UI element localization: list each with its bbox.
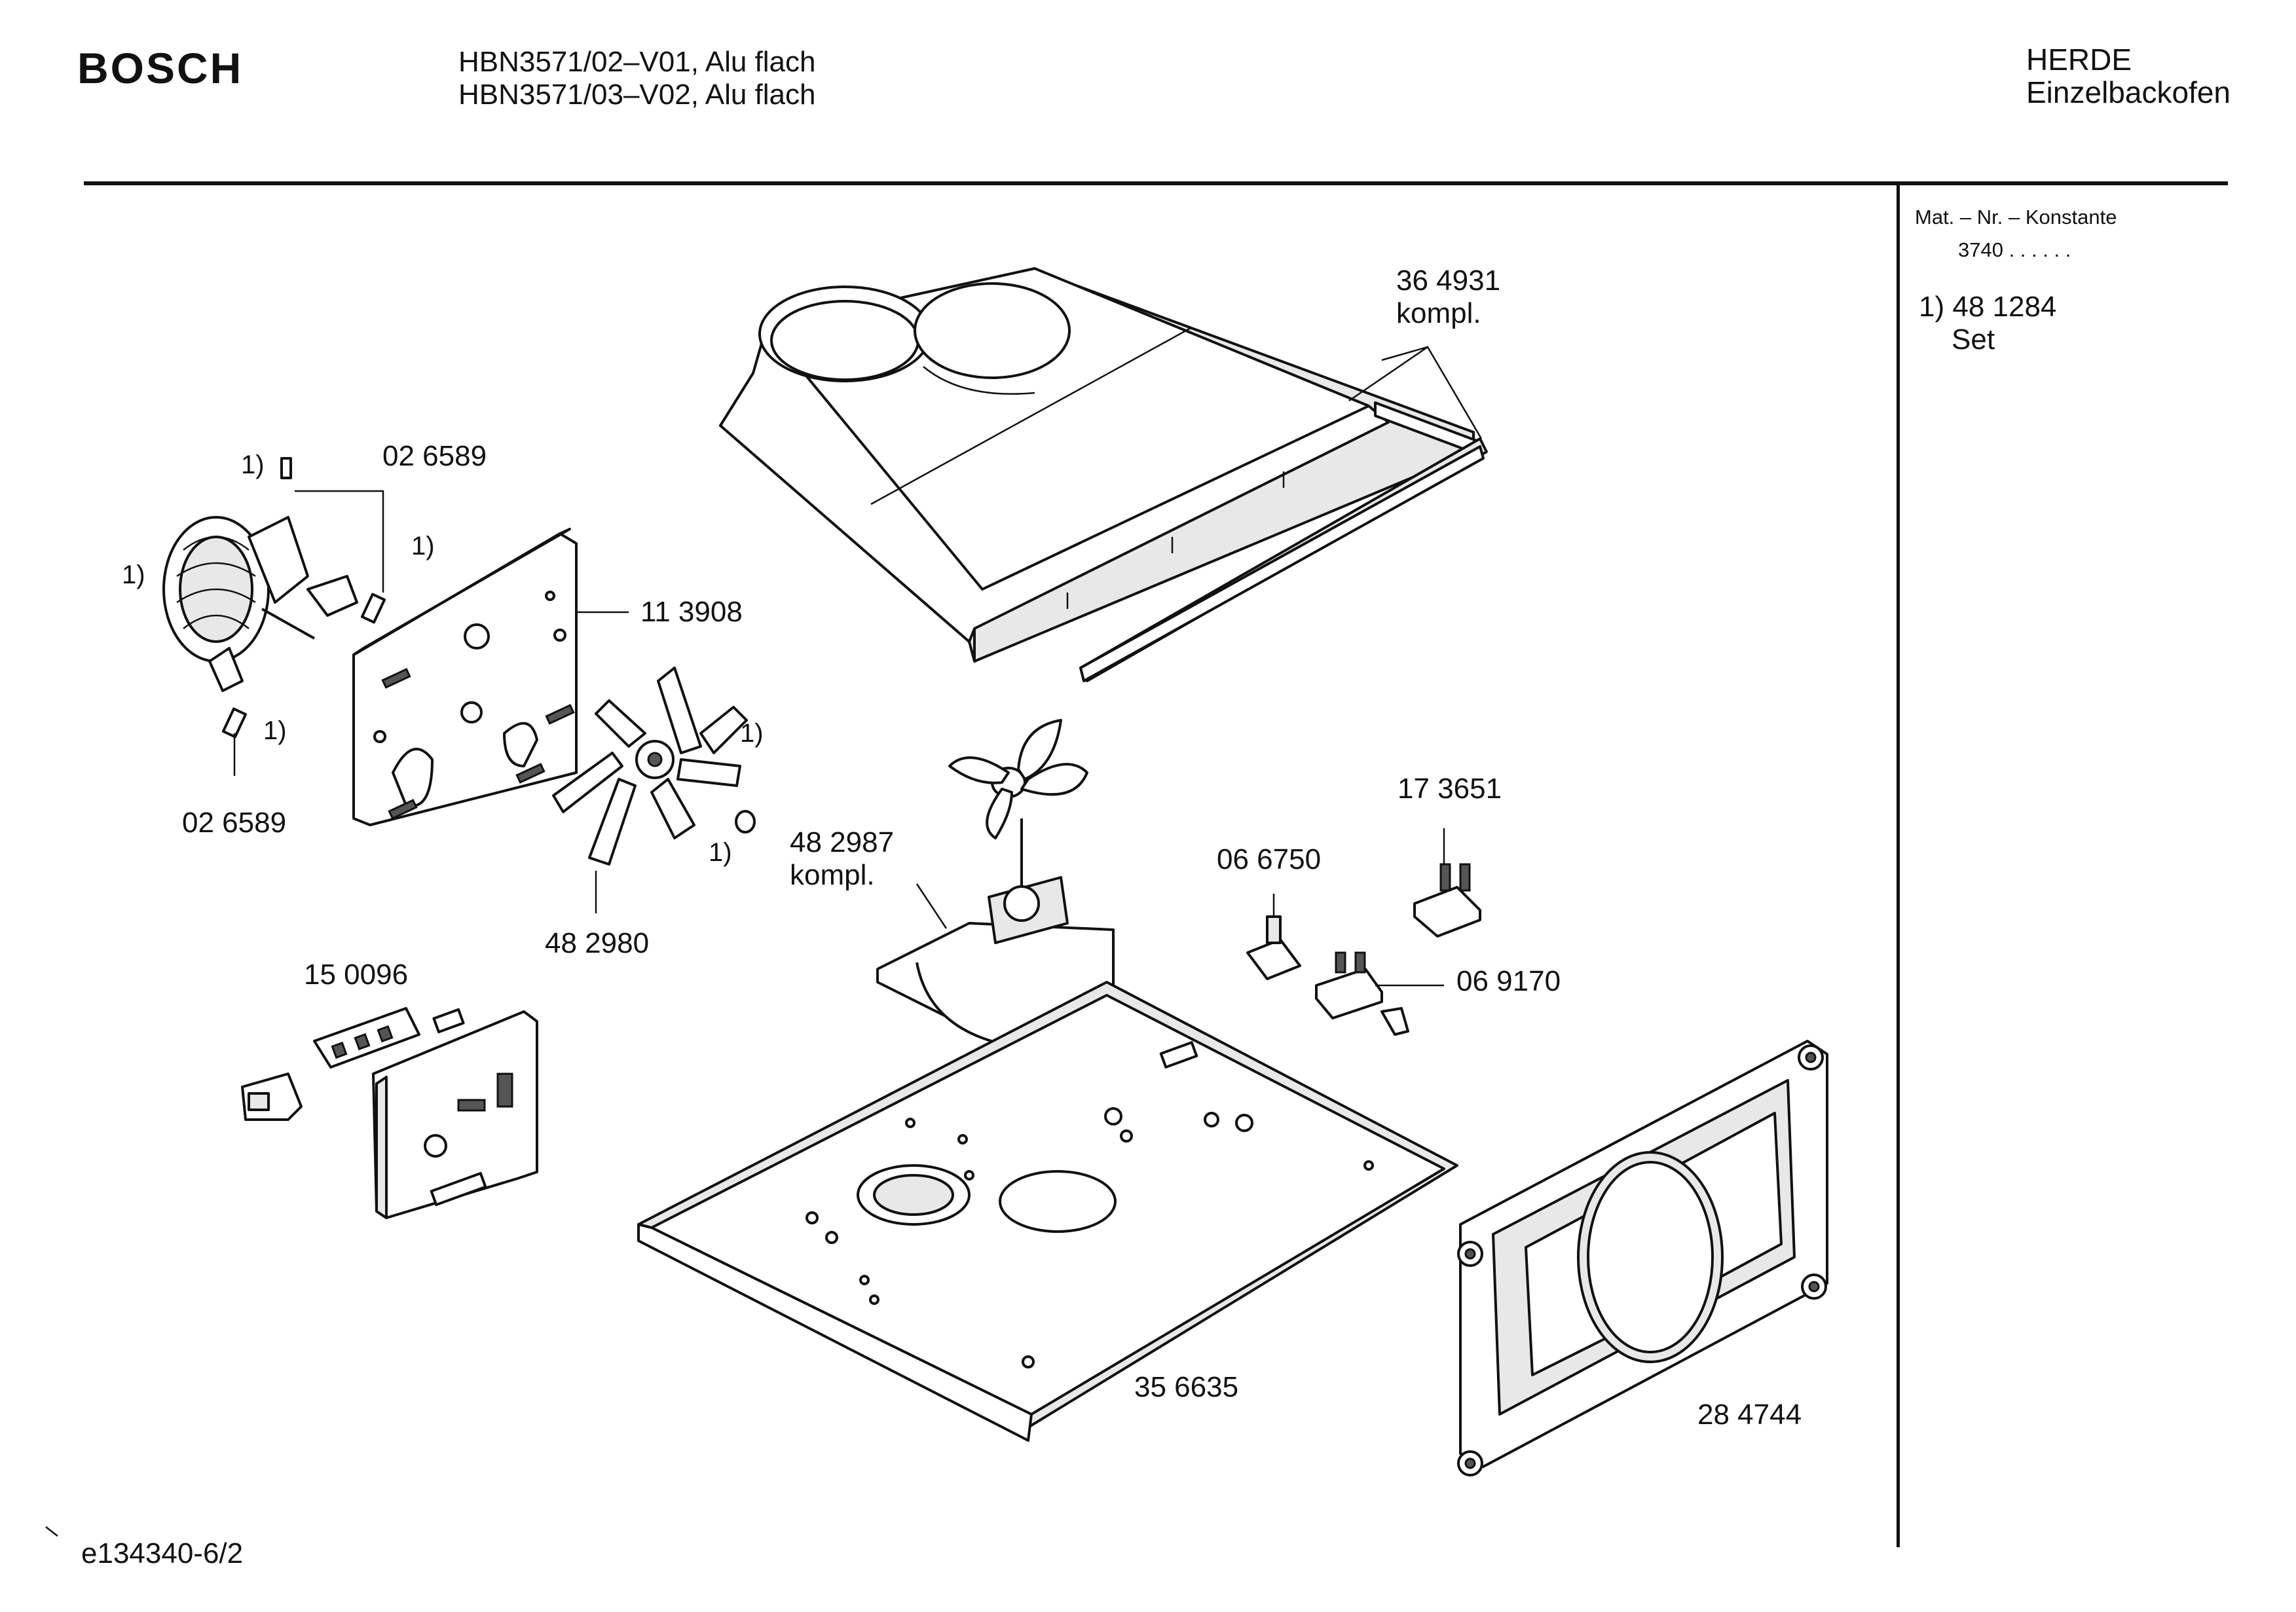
label-150096: 15 0096 (304, 959, 409, 991)
label-069170: 06 9170 (1456, 965, 1561, 997)
sidebar-divider (1897, 185, 1900, 1547)
sidebar-title: Mat. – Nr. – Konstante (1915, 206, 2117, 229)
footnote-clip-top (280, 457, 292, 479)
footnote-mark-nut: 1) (709, 838, 732, 867)
drawing-id: e134340-6/2 (81, 1537, 244, 1569)
label-356635: 35 6635 (1134, 1371, 1239, 1403)
label-482987-sub: kompl. (790, 859, 875, 891)
label-482987: 48 2987 (790, 826, 895, 858)
label-066750: 06 6750 (1217, 843, 1322, 875)
part-fan-cover-284744 (1457, 1040, 1828, 1476)
label-482980: 48 2980 (545, 927, 650, 959)
label-364931-sub: kompl. (1396, 297, 1481, 329)
footnote-mark-fan-wheel: 1) (740, 719, 764, 748)
label-284744: 28 4744 (1697, 1399, 1802, 1431)
sidebar-constant: 3740 . . . . . . (1958, 238, 2071, 261)
leader-482987 (916, 883, 948, 929)
part-limiter-173651 (1413, 863, 1481, 938)
part-base-tray (637, 981, 1458, 1442)
clip-026589-bottom (221, 707, 248, 739)
label-364931: 36 4931 (1396, 265, 1501, 297)
label-113908: 11 3908 (640, 596, 743, 628)
part-rear-panel (352, 528, 578, 826)
model-line-2: HBN3571/03–V02, Alu flach (458, 79, 816, 111)
leader-364931 (1348, 346, 1483, 439)
part-switch-bracket (241, 1007, 538, 1219)
footnote-mark-motor: 1) (122, 560, 145, 589)
part-fan-motor (162, 516, 358, 692)
clip-026589-top (360, 593, 386, 624)
category-line-1: HERDE (2026, 43, 2132, 77)
category-line-2: Einzelbackofen (2026, 75, 2231, 109)
nut-footnote (735, 810, 756, 833)
label-173651: 17 3651 (1398, 773, 1502, 805)
part-fan-wheel (552, 667, 748, 866)
footnote-mark-clip-top: 1) (241, 450, 265, 479)
brand-logo: BOSCH (77, 44, 244, 92)
footnote-mark-clip-right: 1) (411, 532, 435, 560)
leader-026589-top (295, 490, 384, 593)
part-cover-duct (719, 267, 1488, 682)
part-limiter-066750 (1246, 915, 1301, 980)
label-026589-top: 02 6589 (382, 440, 487, 472)
corner-mark (45, 1526, 58, 1537)
model-line-1: HBN3571/02–V01, Alu flach (458, 46, 816, 78)
part-thermostat-069170 (1315, 951, 1409, 1036)
label-026589-bottom: 02 6589 (182, 807, 287, 839)
footnote-mark-clip-bottom: 1) (263, 716, 287, 745)
sidebar-footnote-text: Set (1952, 323, 1995, 356)
sidebar-footnote-number: 1) 48 1284 (1919, 291, 2057, 323)
header-divider (84, 181, 2228, 185)
